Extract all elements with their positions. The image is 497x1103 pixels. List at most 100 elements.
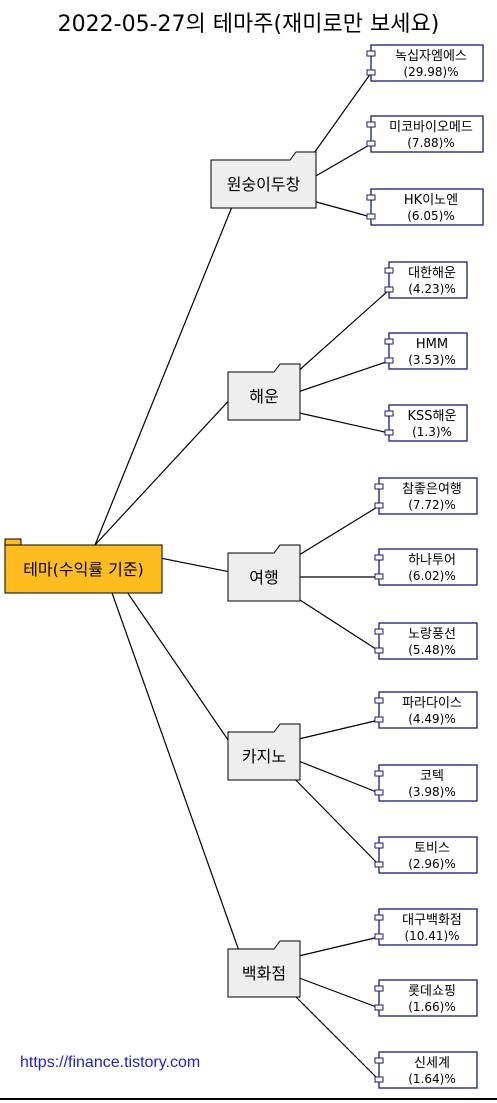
- component-tab-icon: [374, 628, 384, 635]
- theme-to-stock-line: [285, 719, 380, 743]
- component-tab-icon: [384, 267, 394, 274]
- component-tab-icon: [374, 554, 384, 561]
- stock-node: 노랑풍선(5.48)%: [374, 622, 478, 660]
- stock-node: 녹십자엠에스(29.98)%: [366, 44, 484, 82]
- component-tab-icon: [374, 770, 384, 777]
- component-tab-icon: [374, 1076, 384, 1083]
- component-tab-icon: [374, 573, 384, 580]
- stock-name: 토비스: [414, 841, 450, 856]
- stock-node: 참좋은여행(7.72)%: [374, 477, 478, 515]
- stock-name: 파라다이스: [402, 696, 462, 711]
- theme-label: 해운: [249, 387, 278, 406]
- stock-return: (10.41)%: [404, 929, 459, 943]
- component-tab-icon: [374, 861, 384, 868]
- component-tab-icon: [366, 213, 376, 220]
- stock-return: (6.02)%: [408, 569, 455, 583]
- component-tab-icon: [384, 338, 394, 345]
- stock-node: 코텍(3.98)%: [374, 764, 478, 802]
- source-link[interactable]: https://finance.tistory.com: [20, 1054, 201, 1071]
- component-tab-icon: [366, 194, 376, 201]
- stock-node: 대구백화점(10.41)%: [374, 908, 478, 946]
- theme-node-3: 카지노: [227, 723, 301, 781]
- component-tab-icon: [366, 140, 376, 147]
- theme-to-stock-line: [285, 409, 390, 434]
- component-tab-icon: [384, 429, 394, 436]
- bottom-divider: [0, 1098, 497, 1100]
- component-tab-icon: [384, 286, 394, 293]
- component-tab-icon: [374, 697, 384, 704]
- stock-return: (3.53)%: [408, 353, 455, 367]
- stock-return: (1.64)%: [408, 1072, 455, 1086]
- component-tab-icon: [374, 842, 384, 849]
- stock-name: KSS해운: [408, 409, 457, 424]
- stock-name: HK이노엔: [404, 193, 458, 208]
- component-tab-icon: [384, 357, 394, 364]
- theme-label: 원숭이두창: [227, 175, 301, 194]
- folder-icon: [210, 151, 317, 209]
- theme-label: 카지노: [242, 747, 286, 766]
- component-tab-icon: [374, 985, 384, 992]
- component-tab-icon: [374, 502, 384, 509]
- stock-name: 신세계: [414, 1056, 450, 1071]
- component-tab-icon: [366, 69, 376, 76]
- folder-icon: [227, 363, 301, 421]
- theme-to-stock-line: [285, 590, 380, 652]
- stock-return: (3.98)%: [408, 785, 455, 799]
- root-to-theme-line: [94, 159, 252, 546]
- stock-name: 대한해운: [408, 266, 456, 281]
- stock-return: (2.96)%: [408, 857, 455, 871]
- component-tab-icon: [374, 1057, 384, 1064]
- stock-name: 참좋은여행: [402, 481, 462, 497]
- stock-return: (1.3)%: [412, 425, 452, 439]
- theme-node-2: 여행: [227, 544, 301, 602]
- folder-icon: [227, 940, 301, 998]
- stock-name: HMM: [416, 337, 448, 352]
- stock-name: 롯데쇼핑: [408, 984, 456, 999]
- stock-name: 녹십자엠에스: [395, 49, 467, 64]
- root-node: 테마(수익률 기준): [4, 538, 163, 594]
- stock-name: 대구백화점: [402, 913, 462, 928]
- theme-node-0: 원숭이두창: [210, 151, 317, 209]
- stock-node: 파라다이스(4.49)%: [374, 691, 478, 729]
- theme-to-stock-line: [285, 755, 380, 794]
- stock-node: HK이노엔(6.05)%: [366, 188, 484, 226]
- page-title: 2022-05-27의 테마주(재미로만 보세요): [57, 12, 440, 37]
- stock-node: HMM(3.53)%: [384, 332, 468, 370]
- root-label: 테마(수익률 기준): [23, 560, 144, 579]
- stock-name: 노랑풍선: [408, 627, 456, 642]
- stock-node: KSS해운(1.3)%: [384, 404, 468, 442]
- theme-to-stock-line: [285, 360, 390, 397]
- stock-node: 롯데쇼핑(1.66)%: [374, 979, 478, 1017]
- component-tab-icon: [374, 1004, 384, 1011]
- theme-to-stock-line: [285, 505, 380, 564]
- component-tab-icon: [366, 121, 376, 128]
- stock-return: (29.98)%: [403, 65, 458, 79]
- folder-icon: [227, 544, 301, 602]
- stock-node: 대한해운(4.23)%: [384, 261, 468, 299]
- stock-return: (1.66)%: [408, 1000, 455, 1014]
- component-tab-icon: [374, 789, 384, 796]
- theme-to-stock-line: [285, 936, 380, 960]
- theme-to-stock-line: [285, 289, 390, 383]
- stock-name: 미코바이오메드: [389, 120, 473, 135]
- stock-name: 코텍: [420, 769, 444, 784]
- component-tab-icon: [384, 410, 394, 417]
- stock-node: 토비스(2.96)%: [374, 836, 478, 874]
- theme-to-stock-line: [285, 986, 380, 1081]
- component-tab-icon: [374, 716, 384, 723]
- node-layer: 테마(수익률 기준) 원숭이두창 녹십자엠에스(29.98)% 미코바이오메드(7.8…: [4, 44, 484, 1089]
- stock-return: (4.23)%: [408, 282, 455, 296]
- theme-to-stock-line: [285, 769, 380, 866]
- stock-return: (4.49)%: [408, 712, 455, 726]
- stock-node: 미코바이오메드(7.88)%: [366, 115, 484, 153]
- stock-name: 하나투어: [408, 553, 456, 568]
- theme-label: 여행: [249, 568, 278, 587]
- theme-to-stock-line: [285, 972, 380, 1009]
- stock-return: (5.48)%: [408, 643, 455, 657]
- stock-node: 신세계(1.64)%: [374, 1051, 478, 1089]
- stock-node: 하나투어(6.02)%: [374, 548, 478, 586]
- theme-node-4: 백화점: [227, 940, 301, 998]
- component-tab-icon: [374, 914, 384, 921]
- stock-return: (7.88)%: [407, 136, 454, 150]
